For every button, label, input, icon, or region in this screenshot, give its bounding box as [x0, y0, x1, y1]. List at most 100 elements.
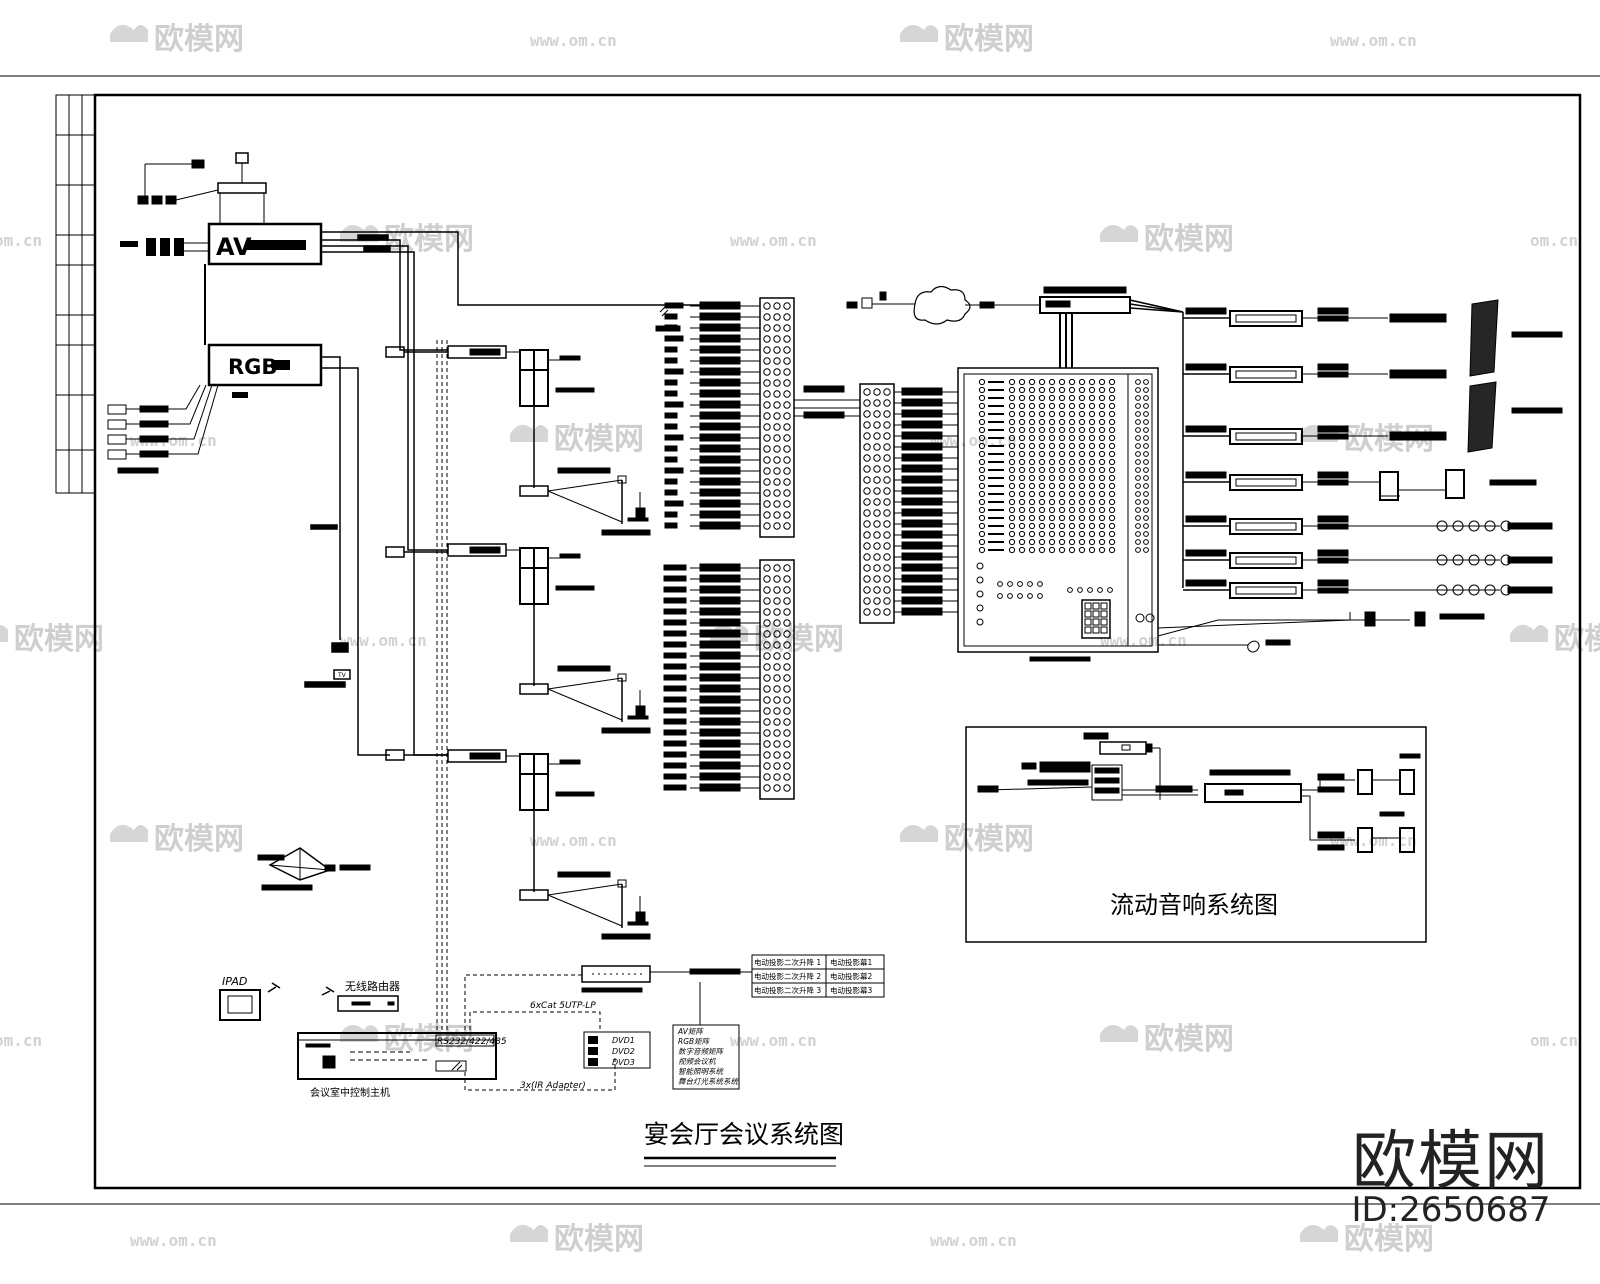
mixer-knob — [1018, 386, 1026, 394]
mixer-knob — [1143, 387, 1149, 393]
patch-jack — [763, 489, 771, 497]
watermark-brand-text: 欧模网 — [554, 422, 644, 457]
relay-name-cell: 电动投影二次升降 1 — [754, 957, 821, 967]
patch-jack — [763, 357, 771, 365]
patch-jack — [763, 696, 771, 704]
mixer-knob — [1038, 418, 1046, 426]
screen-motor — [617, 879, 627, 888]
mixer-key — [1084, 602, 1092, 610]
mixer-knob — [1048, 490, 1056, 498]
patch-jack — [763, 324, 771, 332]
mixer-knob — [1038, 482, 1046, 490]
label-bar — [1317, 479, 1349, 486]
mixer-knob — [1028, 522, 1036, 530]
patch-jack — [783, 586, 791, 594]
watermark-brand: 欧模网 — [510, 422, 644, 457]
patch-jack — [783, 401, 791, 409]
patch-jack — [783, 511, 791, 519]
mixer-knob — [1135, 613, 1145, 623]
mixer-knob — [1143, 467, 1149, 473]
mixer-knob — [1078, 466, 1086, 474]
patch-jack — [873, 443, 881, 451]
central-control-area: IPAD 无线路由器 RS232/422/485 会议室中控制主机 6xCat … — [219, 965, 752, 1099]
mixer-knob — [1038, 394, 1046, 402]
mixer-knob — [1038, 474, 1046, 482]
patch-jack — [773, 423, 781, 431]
patch-jack — [873, 410, 881, 418]
watermark-brand: 欧模网 — [1100, 1022, 1234, 1057]
input-label-bar — [663, 652, 687, 659]
watermark-logo-icon — [1300, 1224, 1338, 1242]
watermark-brand-text: 欧模网 — [14, 622, 104, 657]
input-label-bar — [663, 619, 687, 626]
watermark-url: www.om.cn — [1330, 831, 1417, 850]
screen-switch — [635, 507, 646, 518]
patch-jack — [863, 465, 871, 473]
label-bar — [1185, 363, 1227, 371]
input-label-bar — [664, 357, 678, 364]
watermark-logo-icon — [900, 824, 938, 842]
patch-jack — [783, 357, 791, 365]
mixer-knob — [1048, 450, 1056, 458]
mixer-key — [1092, 618, 1100, 626]
input-label-bar — [664, 434, 684, 441]
watermark-brand-text: 欧模网 — [754, 622, 844, 657]
mixer-knob — [1028, 386, 1036, 394]
mixer-knob — [1008, 378, 1016, 386]
patch-jack — [773, 346, 781, 354]
mixer-knob — [1008, 466, 1016, 474]
patch-jack — [873, 454, 881, 462]
mixer-knob — [1048, 474, 1056, 482]
patch-jack — [873, 520, 881, 528]
watermark-brand-text: 欧模网 — [1344, 1222, 1434, 1257]
ceiling-speaker — [1436, 584, 1448, 596]
ceiling-speaker — [1436, 554, 1448, 566]
patch-jack — [783, 522, 791, 530]
mixer-knob — [1135, 395, 1141, 401]
label-bar — [1389, 431, 1447, 441]
watermark-brand: 欧模网 — [0, 622, 104, 657]
mixer-knob — [1048, 466, 1056, 474]
mixer-knob — [1018, 506, 1026, 514]
input-label-bar — [663, 586, 687, 593]
patch-jack — [783, 663, 791, 671]
mixer-key — [1092, 626, 1100, 634]
mixer-inner — [963, 373, 1153, 647]
patch-jack — [763, 784, 771, 792]
screen-motor — [617, 673, 627, 682]
mixer-knob — [1098, 418, 1106, 426]
mixer-knob — [1088, 546, 1096, 554]
subwoofer — [1379, 471, 1399, 501]
mixer-knob — [1048, 546, 1056, 554]
patch-jack — [763, 641, 771, 649]
mixer-knob — [1088, 458, 1096, 466]
label-bar — [1317, 557, 1349, 564]
main-title: 宴会厅会议系统图 — [644, 1120, 844, 1167]
patch-jack — [873, 465, 881, 473]
input-label-bar — [664, 313, 678, 320]
watermark-brand-text: 欧模网 — [944, 22, 1034, 57]
projection-beam — [547, 490, 623, 523]
patch-jack — [763, 423, 771, 431]
control-target-label: 数字音频矩阵 — [678, 1047, 724, 1056]
mixer-knob — [1088, 394, 1096, 402]
mixer-knob — [1028, 482, 1036, 490]
mixer-knob — [1008, 506, 1016, 514]
watermark-brand: 欧模网 — [110, 22, 244, 57]
mixer-knob — [1028, 474, 1036, 482]
patch-jack — [763, 511, 771, 519]
mixer-knob — [1038, 458, 1046, 466]
mixer-knob — [1068, 498, 1076, 506]
watermark-logo-icon — [1100, 1024, 1138, 1042]
amp-panel — [1235, 314, 1297, 323]
watermark-url: www.om.cn — [1330, 31, 1417, 50]
mixer-knob — [1038, 498, 1046, 506]
watermark-url: www.om.cn — [130, 1231, 217, 1250]
input-label-bar — [664, 522, 678, 529]
mixer-knob — [1058, 394, 1066, 402]
mixer-knob — [1028, 530, 1036, 538]
mixer-knob — [1078, 498, 1086, 506]
watermark-brand-text: 欧模网 — [1554, 622, 1600, 657]
relay-target-cell: 电动投影幕2 — [830, 971, 872, 981]
